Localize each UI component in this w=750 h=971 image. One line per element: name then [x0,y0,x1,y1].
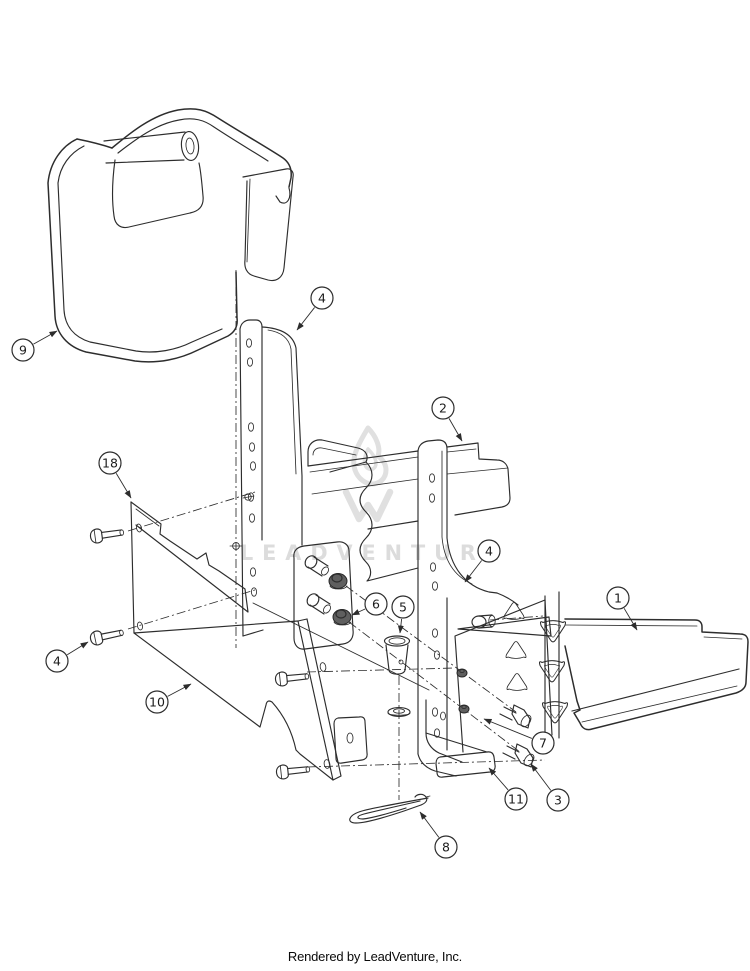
hitch-assembly [333,591,569,778]
callout-9-balloon[interactable]: 9 [11,338,35,362]
callout-number: 4 [53,654,61,669]
footer-credit: Rendered by LeadVenture, Inc. [288,949,462,964]
callout-number: 4 [485,544,493,559]
callout-leader-18 [115,473,132,499]
callout-leader-4 [296,307,315,331]
callout-3-balloon[interactable]: 3 [546,788,570,812]
callout-7-balloon[interactable]: 7 [531,731,555,755]
callout-number: 18 [102,456,118,471]
callout-circle[interactable] [431,396,455,420]
callout-leader-7 [483,718,533,739]
callout-number: 11 [508,792,524,807]
flame-logo-watermark [342,425,394,523]
callout-leader-2 [448,418,463,442]
callout-leader-8 [419,811,440,838]
callout-circle[interactable] [98,451,122,475]
callout-number: 2 [439,401,447,416]
callout-circle[interactable] [504,787,528,811]
callout-leader-10 [167,683,192,697]
callout-leader-4 [66,641,89,656]
washer [387,707,411,717]
callout-circle[interactable] [11,338,35,362]
callouts-layer: 9 4 2 18 4 1 6 5 4 10 7 11 3 8 [11,286,638,859]
callout-number: 7 [539,736,547,751]
callout-1-balloon[interactable]: 1 [606,586,630,610]
callout-11-balloon[interactable]: 11 [504,787,528,811]
gusset-bolt [471,614,496,629]
callout-circle[interactable] [310,286,334,310]
callout-circle[interactable] [391,595,415,619]
part-1-right-plate [564,618,749,731]
flange-nut-lower [458,704,470,714]
callout-leader-9 [33,330,58,345]
callout-18-balloon[interactable]: 18 [98,451,122,475]
part-4-hex-bolts [88,523,311,781]
callout-circle[interactable] [531,731,555,755]
part-2-cross-rail [307,439,511,582]
callout-leader-1 [623,608,638,631]
callout-leader-11 [488,767,509,791]
callout-leader-6 [351,608,366,616]
callout-leader-4 [464,560,483,583]
callout-circle[interactable] [364,592,388,616]
part-4-left-bracket [239,319,354,650]
callout-8-balloon[interactable]: 8 [434,835,458,859]
callout-circle[interactable] [45,649,69,673]
flange-nut-a [328,573,348,590]
callout-2-balloon[interactable]: 2 [431,396,455,420]
flange-nut-b [332,609,352,626]
callout-number: 4 [318,291,326,306]
callout-4-balloon[interactable]: 4 [45,649,69,673]
callout-circle[interactable] [606,586,630,610]
part-5-spacer [383,635,411,717]
callout-number: 1 [614,591,622,606]
callout-4-balloon[interactable]: 4 [477,539,501,563]
flange-nut-upper [456,668,468,678]
callout-number: 9 [19,343,27,358]
callout-circle[interactable] [546,788,570,812]
part-10-plate [133,602,430,781]
callout-leader-3 [530,763,552,791]
callout-number: 8 [442,840,450,855]
part-7-bolt [499,704,532,729]
callout-number: 6 [372,597,380,612]
part-4-right-bracket [417,439,519,777]
callout-4-balloon[interactable]: 4 [310,286,334,310]
part-9-counterweight [47,108,294,363]
callout-6-balloon[interactable]: 6 [364,592,388,616]
watermark-text: LEADVENTURE [240,541,508,565]
leadventure-watermark: LEADVENTURE [240,425,508,565]
part-6-fasteners [304,555,352,626]
callout-leader-5 [397,618,404,634]
callout-number: 5 [399,600,407,615]
callout-circle[interactable] [477,539,501,563]
callout-10-balloon[interactable]: 10 [145,690,169,714]
callout-circle[interactable] [145,690,169,714]
small-plate [333,716,368,764]
callout-number: 3 [554,793,562,808]
callout-5-balloon[interactable]: 5 [391,595,415,619]
part-8-hairpin-cotter [349,793,431,824]
part-18-strap-plate [130,501,249,634]
callout-circle[interactable] [434,835,458,859]
callout-number: 10 [149,695,165,710]
construction-lines [127,270,546,800]
